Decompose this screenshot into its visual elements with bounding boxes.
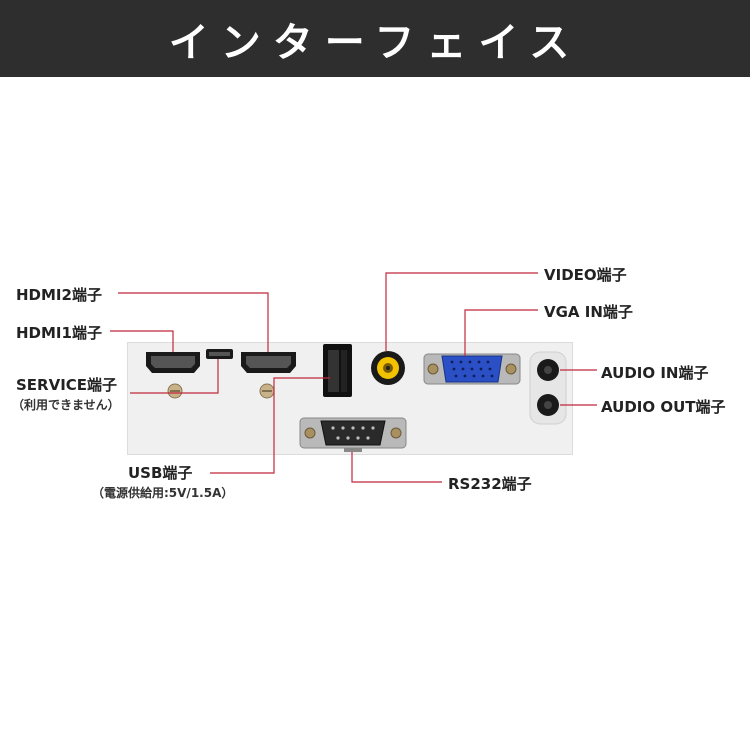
device-back-panel (127, 342, 573, 455)
header-bar: インターフェイス (0, 0, 750, 77)
page-title: インターフェイス (169, 10, 581, 68)
label-vga-in: VGA IN端子 (544, 301, 633, 322)
label-hdmi1: HDMI1端子 (16, 322, 102, 343)
label-usb-note: （電源供給用:5V/1.5A） (92, 484, 233, 501)
label-video: VIDEO端子 (544, 264, 627, 285)
label-audio-out: AUDIO OUT端子 (601, 396, 726, 417)
label-rs232: RS232端子 (448, 473, 532, 494)
label-service: SERVICE端子 (16, 374, 117, 395)
label-usb: USB端子 (128, 462, 192, 483)
label-service-note: （利用できません） (12, 396, 120, 413)
label-hdmi2: HDMI2端子 (16, 284, 102, 305)
label-audio-in: AUDIO IN端子 (601, 362, 708, 383)
